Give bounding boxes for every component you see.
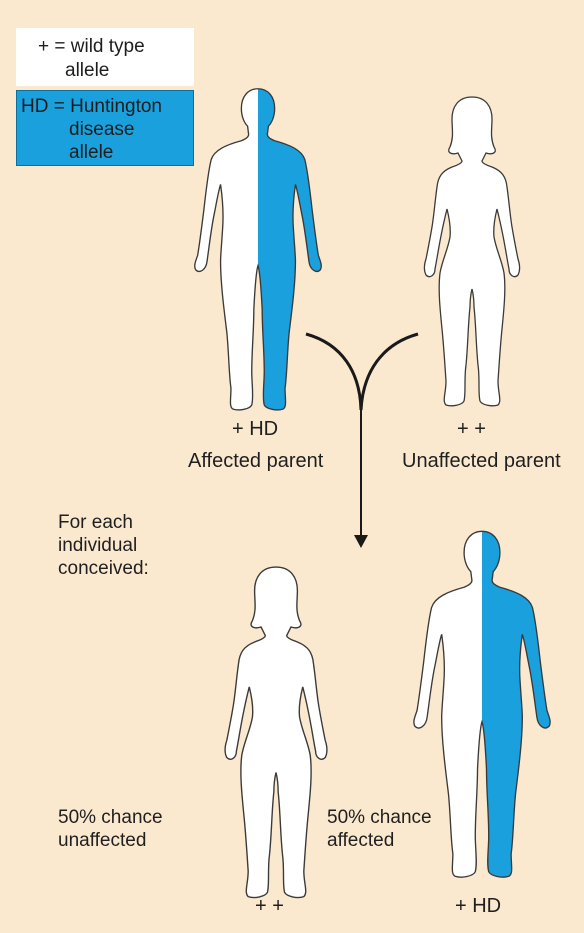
legend-hd-line1: HD = Huntington (21, 97, 162, 116)
unaffected-chance-line2: unaffected (58, 831, 146, 850)
affected-offspring-figure (414, 531, 550, 877)
affected-parent-figure (195, 89, 322, 410)
affected-chance-line2: affected (327, 831, 394, 850)
offspring-intro-line3: conceived: (58, 559, 149, 578)
affected-parent-genotype: + HD (232, 419, 278, 439)
legend-wild-line2: allele (65, 61, 109, 80)
cross-line-left (306, 334, 361, 410)
legend-hd-allele: HD = Huntington disease allele (16, 90, 194, 166)
unaffected-offspring-genotype: + + (255, 896, 284, 916)
offspring-intro-line1: For each (58, 513, 133, 532)
unaffected-parent-label: Unaffected parent (402, 451, 561, 471)
legend-hd-line2: disease (69, 120, 135, 139)
unaffected-parent-genotype: + + (457, 419, 486, 439)
unaffected-parent-figure (425, 97, 520, 406)
unaffected-offspring-figure (225, 567, 327, 897)
legend-wild-type: + = wild type allele (16, 28, 194, 86)
unaffected-chance-line1: 50% chance (58, 808, 163, 827)
legend-hd-line3: allele (69, 143, 113, 162)
arrow-head (354, 535, 368, 548)
cross-line-right (361, 334, 418, 410)
affected-parent-label: Affected parent (188, 451, 323, 471)
offspring-intro-line2: individual (58, 536, 137, 555)
affected-chance-line1: 50% chance (327, 808, 432, 827)
legend-wild-line1: + = wild type (38, 37, 145, 56)
affected-offspring-genotype: + HD (455, 896, 501, 916)
